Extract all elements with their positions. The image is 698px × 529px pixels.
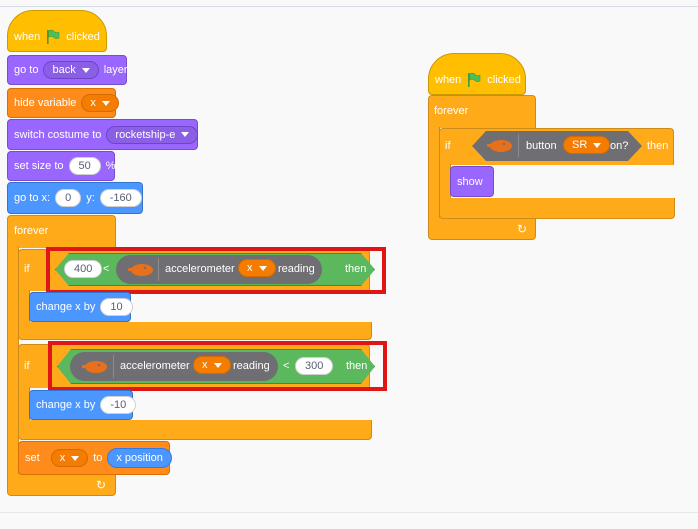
axis-dropdown-2[interactable]: x	[193, 356, 231, 374]
loop-arrow-icon: ↻	[517, 222, 528, 236]
highlight-box-1	[46, 247, 386, 294]
microbit-icon	[82, 361, 107, 373]
go-to-label: go to	[14, 64, 39, 76]
forever-label: forever	[14, 225, 49, 237]
chevron-down-icon	[258, 265, 267, 271]
button-label: button	[526, 140, 557, 152]
change-x-label-2: change x by	[36, 399, 96, 411]
switch-costume-block[interactable]: switch costume to rocketship-e	[7, 119, 199, 150]
go-to-x-label: go to x:	[14, 192, 51, 204]
to-label: to	[93, 452, 103, 464]
set-size-block[interactable]: set size to 50 %	[7, 151, 116, 181]
x-position-reporter[interactable]: x position	[107, 448, 172, 468]
layer-label: layer	[103, 64, 128, 76]
clicked-label-2: clicked	[487, 74, 521, 86]
reporter-divider	[113, 355, 114, 378]
show-block[interactable]: show	[450, 166, 494, 197]
then-label-2: then	[346, 360, 368, 372]
hide-variable-block[interactable]: hide variable x	[7, 88, 119, 118]
forever-block-2-bottom[interactable]	[428, 218, 536, 240]
go-to-xy-block[interactable]: go to x: 0 y: -160	[7, 182, 143, 214]
microbit-icon	[487, 140, 512, 152]
highlight-box-2	[48, 341, 387, 391]
right-value-input[interactable]: 300	[295, 357, 334, 375]
less-than-label-1: <	[103, 263, 110, 275]
y-input[interactable]: -160	[99, 189, 142, 207]
set-variable-dropdown[interactable]: x	[50, 449, 89, 467]
if-block-3-bottom	[439, 198, 675, 219]
accelerometer-label-2: accelerometer	[120, 360, 190, 372]
then-label-1: then	[345, 263, 367, 275]
then-label-3: then	[647, 140, 669, 152]
show-label: show	[457, 175, 483, 188]
left-value-input[interactable]: 400	[64, 260, 103, 278]
change-x-input-2[interactable]: -10	[100, 396, 137, 414]
chevron-down-icon	[101, 100, 110, 106]
when-label-2: when	[435, 74, 462, 86]
loop-arrow-icon: ↻	[96, 478, 107, 492]
chevron-down-icon	[71, 455, 80, 461]
reading-label-2: reading	[233, 360, 270, 372]
chevron-down-icon	[213, 362, 222, 368]
change-x-block-2[interactable]: change x by -10	[29, 390, 137, 420]
on-label: on?	[610, 140, 629, 152]
reporter-divider	[158, 258, 159, 281]
change-x-input-1[interactable]: 10	[100, 298, 133, 316]
forever-block-top[interactable]	[7, 215, 116, 248]
if-2-label: if	[24, 360, 30, 372]
if-1-label: if	[24, 263, 30, 275]
go-to-layer-block[interactable]: go to back layer	[7, 55, 128, 85]
set-variable-block[interactable]: set x to x position	[18, 441, 172, 475]
green-flag-icon	[47, 29, 60, 44]
workspace-top-border	[0, 6, 698, 7]
set-label: set	[25, 452, 40, 464]
size-input[interactable]: 50	[68, 157, 101, 175]
microbit-icon	[128, 264, 153, 276]
when-label: when	[14, 31, 41, 43]
forever-block-2-top[interactable]	[428, 95, 536, 128]
chevron-down-icon	[81, 67, 90, 73]
if-3-label: if	[445, 140, 451, 152]
set-size-label: set size to	[14, 160, 64, 172]
if-block-2-bottom	[18, 420, 372, 440]
hide-variable-label: hide variable	[14, 97, 77, 109]
workspace-bottom-border	[0, 512, 698, 513]
when-flag-clicked-hat-2[interactable]: when clicked	[428, 53, 526, 95]
costume-dropdown[interactable]: rocketship-e	[106, 125, 199, 144]
chevron-down-icon	[181, 132, 190, 137]
button-dropdown[interactable]: SR	[563, 136, 611, 154]
axis-dropdown-1[interactable]: x	[238, 259, 276, 277]
change-x-label-1: change x by	[36, 301, 96, 313]
switch-costume-label: switch costume to	[14, 128, 102, 141]
clicked-label: clicked	[66, 31, 100, 43]
forever-label-2: forever	[434, 105, 469, 117]
reporter-divider	[518, 134, 519, 157]
chevron-down-icon	[593, 142, 602, 148]
size-unit: %	[105, 160, 116, 172]
x-input[interactable]: 0	[55, 189, 82, 207]
y-label: y:	[86, 192, 95, 204]
layer-dropdown[interactable]: back	[43, 61, 99, 79]
less-than-label-2: <	[283, 360, 290, 372]
change-x-block-1[interactable]: change x by 10	[29, 292, 133, 322]
green-flag-icon	[468, 72, 481, 87]
when-flag-clicked-hat[interactable]: when clicked	[7, 10, 107, 52]
accelerometer-label-1: accelerometer	[165, 263, 235, 275]
if-block-1-bottom	[18, 322, 372, 340]
reading-label-1: reading	[278, 263, 315, 275]
variable-dropdown[interactable]: x	[81, 94, 119, 112]
forever-block-bottom[interactable]	[7, 474, 116, 496]
